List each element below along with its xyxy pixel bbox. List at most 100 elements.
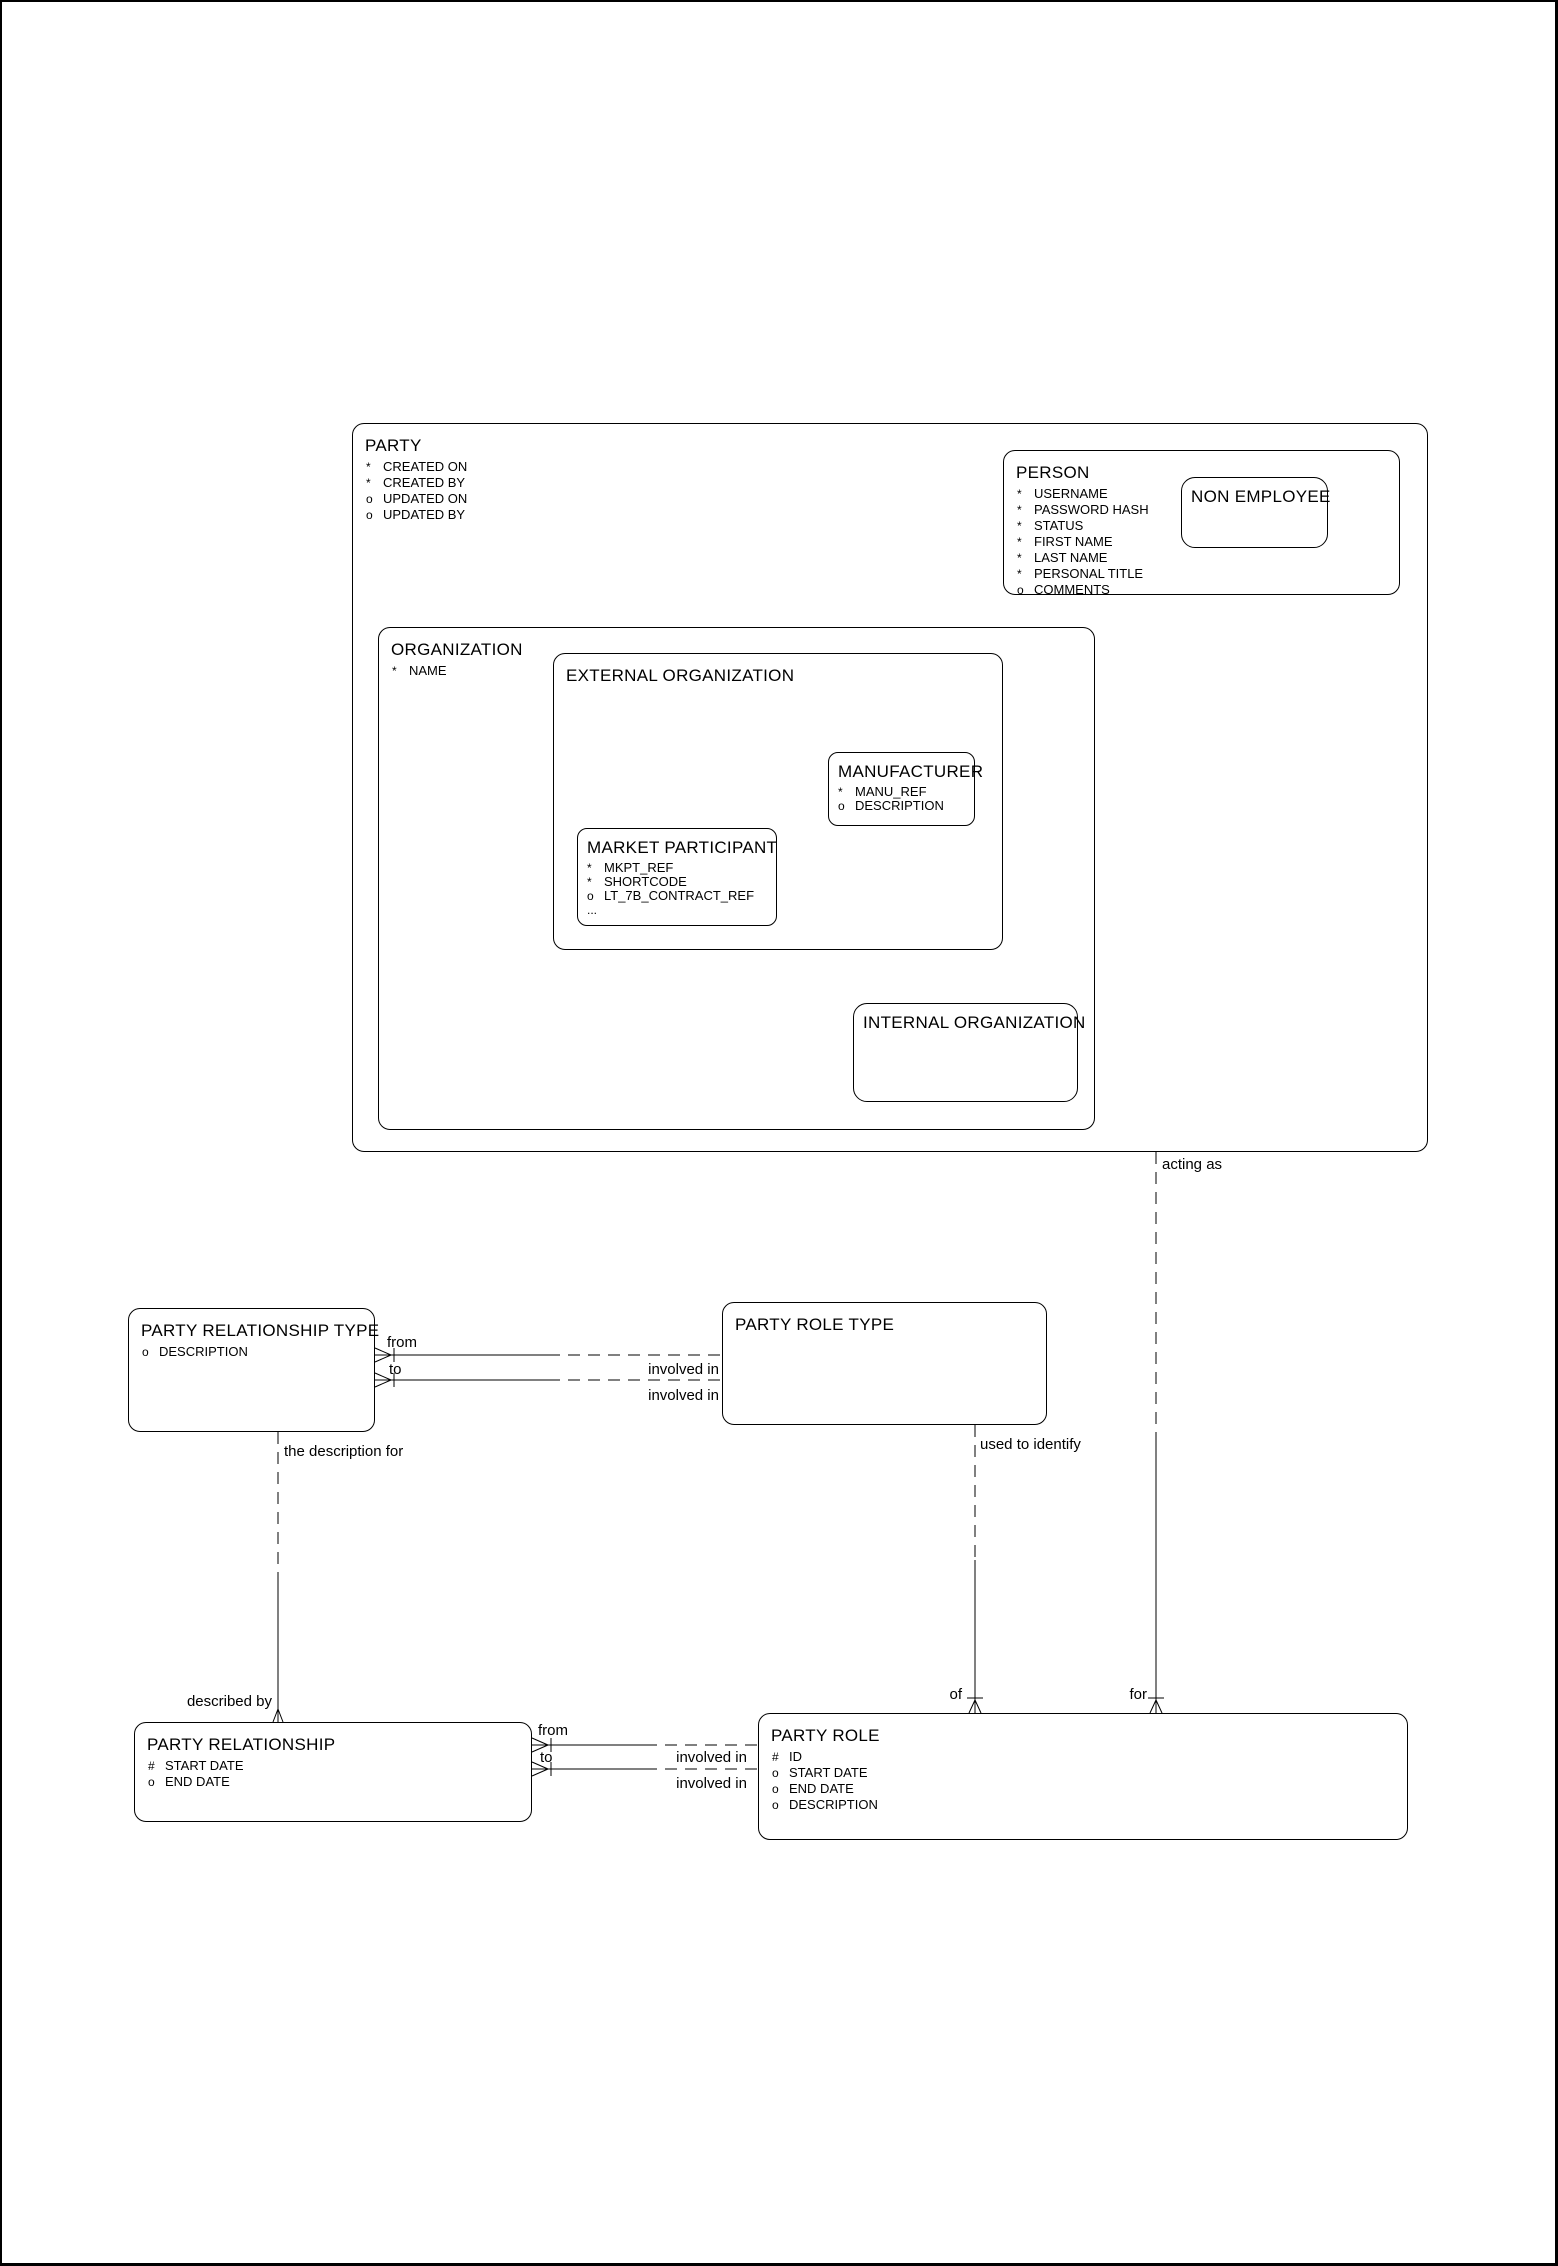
attribute-row: * NAME: [392, 663, 1094, 679]
attribute-list: *USERNAME *PASSWORD HASH *STATUS *FIRST …: [1004, 486, 1399, 598]
attribute-name: FIRST NAME: [1034, 534, 1113, 549]
attribute-row: o UPDATED BY: [366, 507, 1427, 523]
relationship-label-from-top: from: [387, 1334, 417, 1351]
attribute-row: # ID: [772, 1749, 1407, 1765]
attribute-row: * PERSONAL TITLE: [1017, 566, 1399, 582]
attribute-row: o DESCRIPTION: [142, 1344, 374, 1360]
attribute-marker: o: [1017, 583, 1024, 597]
relationship-label-the-description-for: the description for: [284, 1443, 404, 1460]
attribute-marker: #: [148, 1759, 155, 1773]
attribute-row: * MKPT_REF: [587, 860, 776, 876]
attribute-name: CREATED ON: [383, 459, 468, 474]
attribute-marker: o: [587, 889, 594, 903]
entity-title: ORGANIZATION: [391, 640, 523, 659]
attribute-marker: o: [772, 1798, 779, 1812]
relationship-label-involved-in-top-2: involved in: [648, 1387, 719, 1404]
attribute-marker: *: [838, 785, 843, 799]
attribute-marker: o: [366, 492, 373, 506]
relationship-label-for: for: [1129, 1686, 1147, 1703]
entity-title: PARTY ROLE: [771, 1726, 880, 1745]
attribute-name: MKPT_REF: [604, 860, 674, 875]
attribute-name: PASSWORD HASH: [1034, 502, 1149, 517]
attribute-row: * FIRST NAME: [1017, 534, 1399, 550]
rel-line-from-top: [374, 1347, 722, 1363]
relationship-label-of: of: [949, 1686, 962, 1703]
attribute-marker: ...: [587, 903, 598, 917]
relationship-label-involved-in-bottom-1: involved in: [676, 1749, 747, 1766]
entity-title: MANUFACTURER: [838, 762, 984, 781]
attribute-row: # START DATE: [148, 1758, 531, 1774]
attribute-name: UPDATED BY: [383, 507, 466, 522]
entity-non-employee: NON EMPLOYEE: [1181, 477, 1331, 548]
attribute-name: PERSONAL TITLE: [1034, 566, 1144, 581]
entity-title: PARTY ROLE TYPE: [735, 1315, 895, 1334]
attribute-row: *LAST NAME: [1017, 550, 1399, 566]
attribute-name: START DATE: [165, 1758, 244, 1773]
attribute-row: o COMMENTS: [1017, 582, 1399, 598]
entity-internal-organization: INTERNAL ORGANIZATION: [853, 1003, 1085, 1102]
attribute-list: * MKPT_REF * SHORTCODE o LT_7B_CONTRACT_REF…: [578, 860, 776, 918]
entity-title: EXTERNAL ORGANIZATION: [566, 666, 795, 685]
relationship-label-from-bottom: from: [538, 1722, 568, 1739]
attribute-marker: o: [366, 508, 373, 522]
attribute-marker: *: [392, 664, 397, 678]
attribute-row: o LT_7B_CONTRACT_REF: [587, 888, 776, 904]
attribute-marker: o: [148, 1775, 155, 1789]
entity-title: PERSON: [1016, 463, 1090, 482]
entity-title: NON EMPLOYEE: [1191, 487, 1331, 506]
crow-foot-icon: [272, 1708, 284, 1723]
attribute-name: ID: [789, 1749, 802, 1764]
attribute-name: END DATE: [165, 1774, 230, 1789]
attribute-marker: *: [587, 875, 592, 889]
entity-organization: ORGANIZATION * NAME: [378, 627, 1095, 1130]
attribute-row: * CREATED ON: [366, 459, 1427, 475]
attribute-row: *USERNAME: [1017, 486, 1399, 502]
attribute-marker: o: [838, 799, 845, 813]
attribute-list: * NAME: [379, 663, 1094, 679]
attribute-marker: o: [142, 1345, 149, 1359]
attribute-list: # START DATE o END DATE: [135, 1758, 531, 1790]
attribute-marker: #: [772, 1750, 779, 1764]
relationship-label-described-by: described by: [186, 1693, 272, 1710]
attribute-row: *MANU_REF: [838, 785, 974, 800]
attribute-name: NAME: [409, 663, 447, 678]
rel-line-acting-as-for: [1148, 1152, 1164, 1714]
attribute-row: *CREATED BY: [366, 475, 1427, 491]
attribute-name: LAST NAME: [1034, 550, 1108, 565]
rel-line-to-top: [374, 1372, 722, 1388]
attribute-name: LT_7B_CONTRACT_REF: [604, 888, 755, 903]
crow-foot-icon: [1148, 1697, 1164, 1714]
attribute-marker: *: [1017, 503, 1022, 517]
relationship-label-to-bottom: to: [540, 1749, 553, 1766]
attribute-name: USERNAME: [1034, 486, 1108, 501]
entity-party-role-type: PARTY ROLE TYPE: [722, 1302, 1047, 1425]
rel-line-used-to-identify-of: [967, 1425, 983, 1714]
attribute-name: SHORTCODE: [604, 874, 687, 889]
attribute-marker: *: [366, 460, 371, 474]
rel-line-to-bottom: [531, 1761, 758, 1777]
attribute-marker: *: [1017, 567, 1022, 581]
attribute-row: *STATUS: [1017, 518, 1399, 534]
attribute-row: ...: [587, 903, 776, 917]
relationship-label-acting-as: acting as: [1162, 1156, 1223, 1173]
attribute-name: COMMENTS: [1034, 582, 1110, 597]
entity-person: PERSON *USERNAME *PASSWORD HASH *STATUS …: [1003, 450, 1400, 598]
attribute-marker: *: [1017, 535, 1022, 549]
attribute-name: DESCRIPTION: [159, 1344, 248, 1359]
entity-market-participant: MARKET PARTICIPANT *MKPT_REF *SHORTCODE …: [577, 828, 777, 926]
crow-foot-icon: [967, 1697, 983, 1714]
entity-external-organization: EXTERNAL ORGANIZATION: [553, 653, 1003, 950]
attribute-marker: o: [772, 1782, 779, 1796]
attribute-row: * SHORTCODE: [587, 874, 776, 890]
attribute-marker: *: [587, 861, 592, 875]
